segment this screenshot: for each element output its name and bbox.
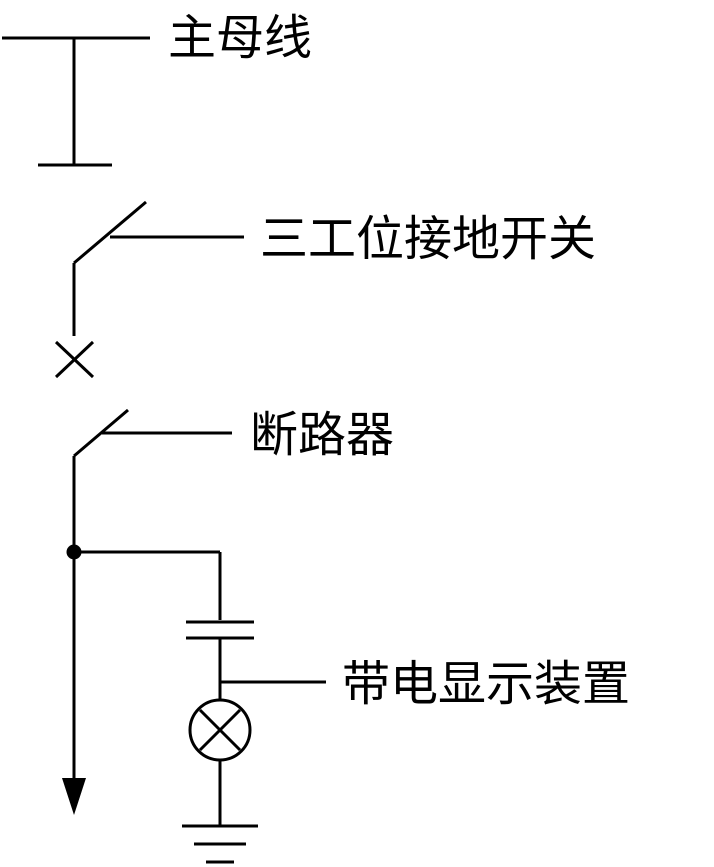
- feeder-arrow: [62, 778, 86, 815]
- main-busbar: [2, 36, 148, 167]
- live-indicator-label: 带电显示装置: [342, 656, 630, 712]
- ground-symbol: [182, 824, 258, 864]
- main-busbar-label: 主母线: [168, 10, 312, 66]
- circuit-breaker: [72, 408, 129, 782]
- circuit-breaker-label: 断路器: [250, 407, 394, 463]
- earthing-switch-blade: [73, 200, 147, 265]
- breaker-blade: [73, 408, 129, 458]
- lamp-cross-b: [198, 708, 242, 752]
- isolator-cross-b: [54, 340, 95, 379]
- earthing-switch-label: 三工位接地开关: [260, 211, 596, 267]
- earthing-switch: [54, 200, 147, 379]
- live-indicator: [186, 620, 254, 826]
